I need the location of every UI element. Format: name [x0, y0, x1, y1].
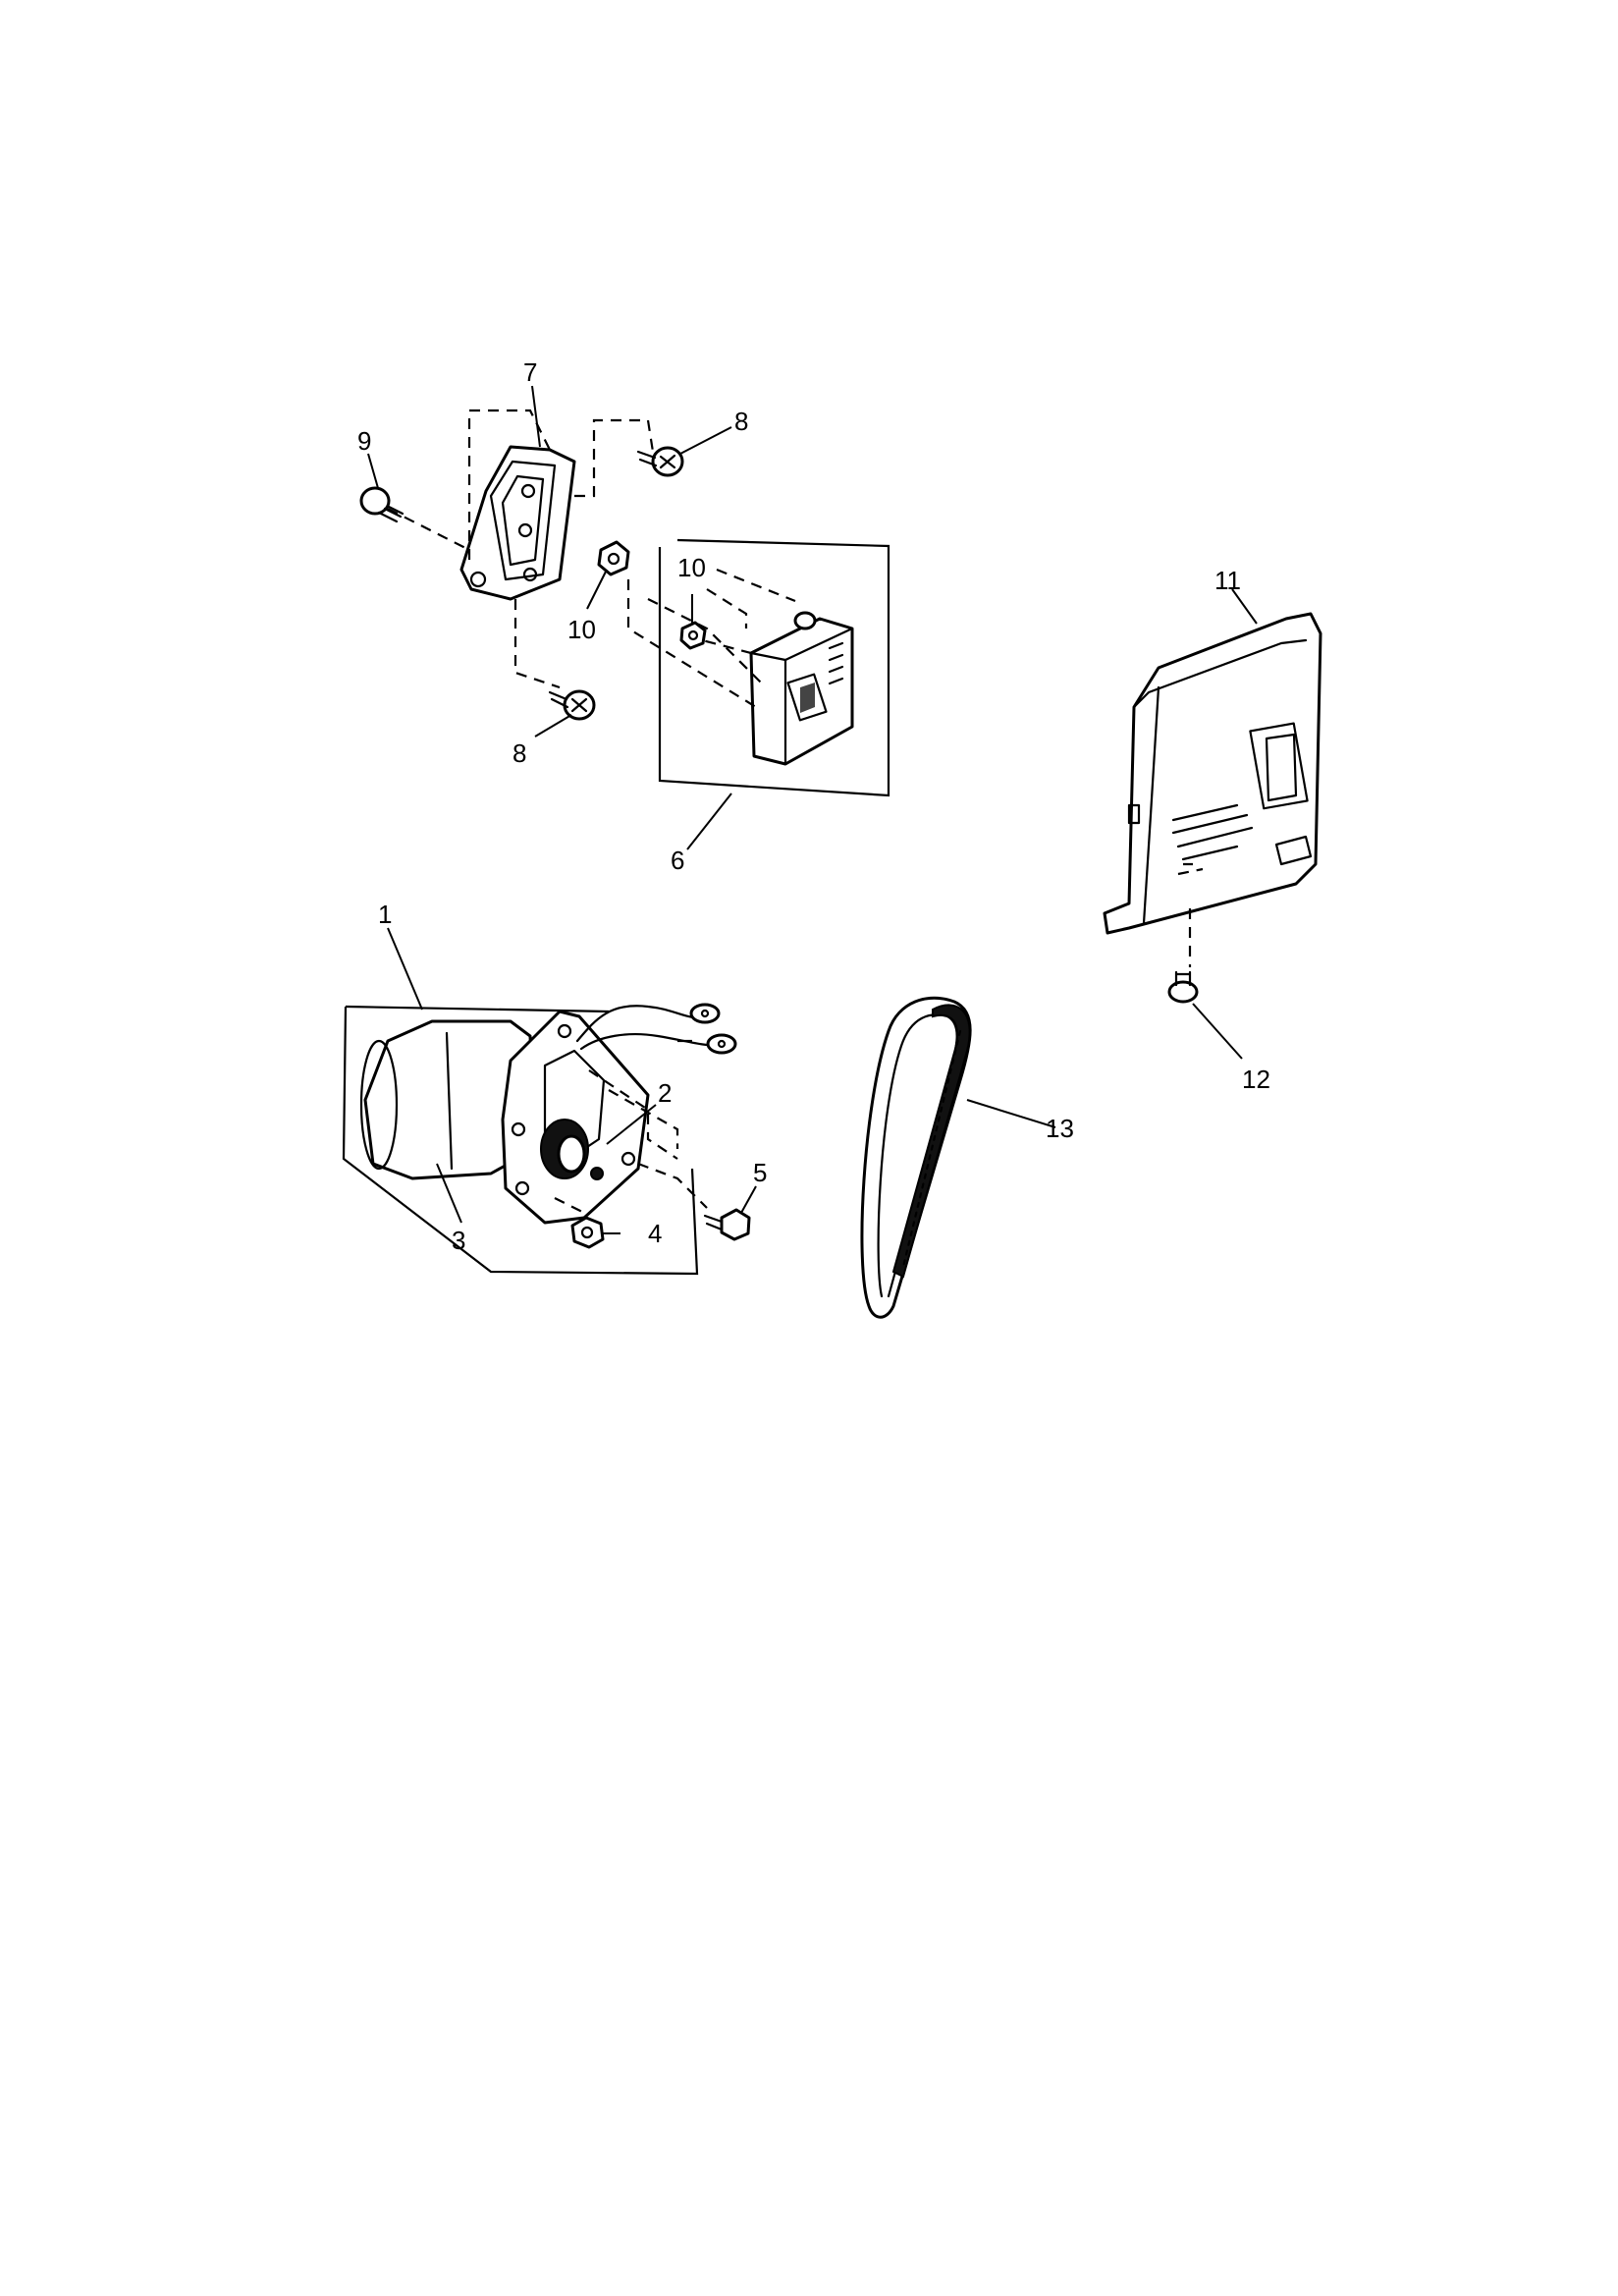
callout-labels: 7 9 8 8 10 10 6 11 12 13 1 2 3 4 5 — [357, 357, 1270, 1255]
callout-13: 13 — [1046, 1114, 1074, 1143]
callout-9: 9 — [357, 426, 371, 456]
screw-9 — [359, 486, 404, 523]
screw-5 — [703, 1208, 751, 1241]
belt-cover-assembly — [1103, 612, 1322, 1004]
switch-assembly — [597, 538, 890, 797]
belt-cover — [1103, 612, 1322, 935]
motor-pulley — [540, 1119, 604, 1180]
callout-1: 1 — [378, 900, 392, 929]
motor-assembly — [342, 1003, 751, 1276]
screw-8-upper — [636, 446, 684, 477]
drive-belt — [860, 996, 972, 1319]
callout-4: 4 — [648, 1219, 662, 1248]
callout-2: 2 — [658, 1078, 672, 1108]
callout-7: 7 — [523, 357, 537, 387]
screw-12 — [1167, 970, 1199, 1004]
callout-3: 3 — [452, 1226, 465, 1255]
callout-8-lower: 8 — [512, 738, 526, 768]
mounting-bracket — [459, 445, 576, 601]
callout-8-upper: 8 — [734, 407, 748, 436]
callout-12: 12 — [1242, 1065, 1270, 1094]
callout-11: 11 — [1214, 566, 1241, 595]
callout-5: 5 — [753, 1158, 767, 1187]
nut-10-inner — [679, 621, 707, 650]
callout-10-left: 10 — [567, 615, 596, 644]
motor-plate — [501, 1010, 650, 1225]
nut-4 — [570, 1216, 605, 1249]
screw-8-lower — [548, 689, 596, 721]
leader-lines — [367, 385, 1258, 1234]
bracket-assembly — [359, 409, 684, 721]
nut-10-left — [597, 540, 630, 576]
callout-6: 6 — [671, 846, 684, 875]
callout-10-inner: 10 — [677, 553, 706, 582]
